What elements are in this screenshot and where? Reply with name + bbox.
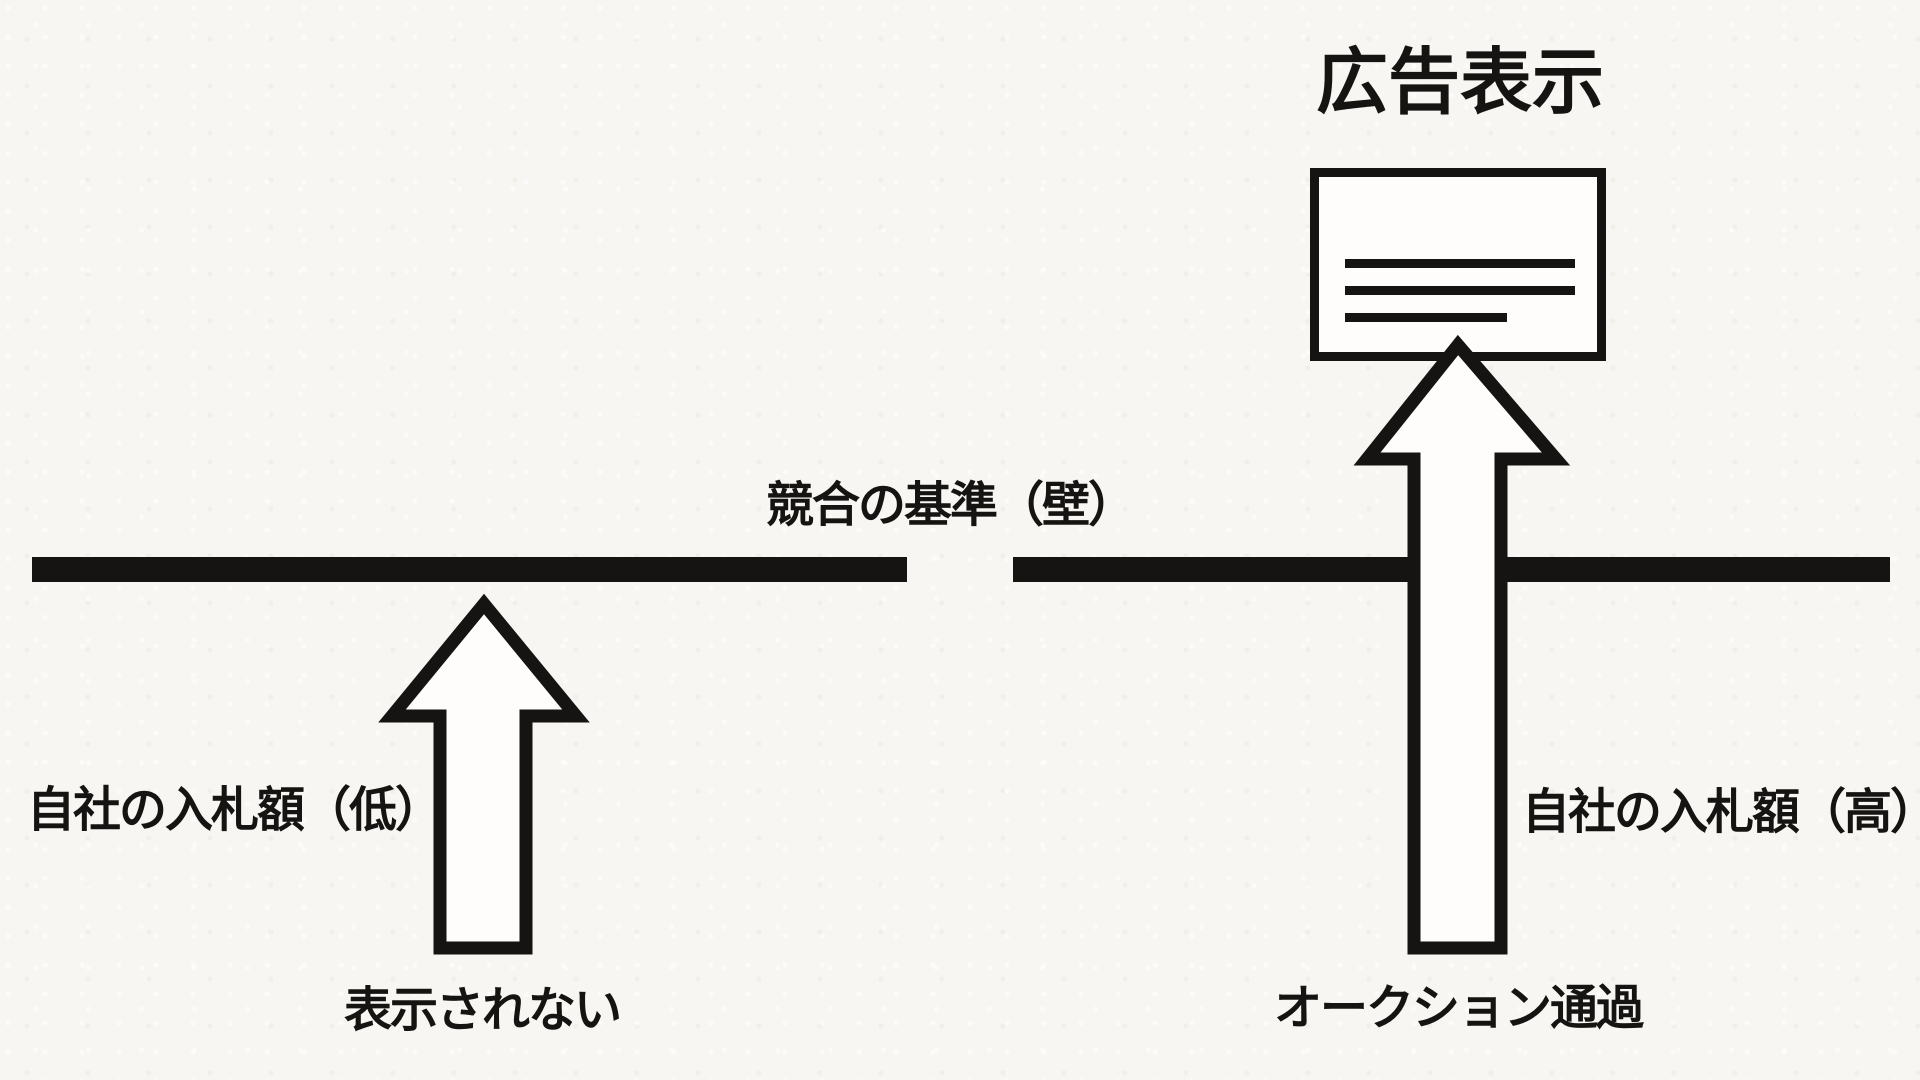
not-displayed-label: 表示されない [343,984,622,1037]
wall-label: 競合の基準（壁） [765,479,1136,532]
ad-text-line-1 [1345,259,1575,268]
ad-text-line-2 [1345,286,1575,295]
up-arrow-icon-low-bid [378,593,590,955]
ad-display-title: 広告表示 [1315,43,1604,123]
up-arrow-icon-high-bid [1353,334,1571,955]
wall-left-segment [32,557,907,582]
low-bid-label: 自社の入札額（低） [27,784,443,837]
auction-passed-label: オークション通過 [1273,982,1644,1035]
high-bid-label: 自社の入札額（高） [1522,786,1920,839]
ad-text-line-3 [1345,313,1507,322]
